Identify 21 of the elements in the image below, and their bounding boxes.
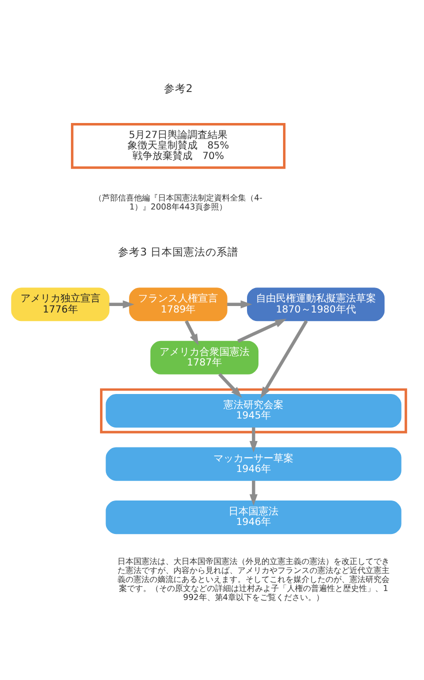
label: 参考3 日本国憲法の系譜 <box>118 246 238 259</box>
arrow <box>250 480 258 506</box>
arrow <box>184 320 199 346</box>
label: 参考2 <box>164 82 193 95</box>
label: 日本国憲法は、大日本国帝国憲法（外見的立憲主義の憲法）を改正してできた憲法ですが、内容から見れば、アメリカやフランスの憲法など近代立憲主義の憲法の嫡流にあるといえます。そしてこれを媒介したのが、憲法研究会案です。（その原文などの詳細は辻村みよ子「人権の普遍性と歴史性」、1992年、第4章以下をご覧ください。） <box>118 556 390 602</box>
arrow <box>260 320 308 398</box>
node-box: 自由民権運動私擬憲法草案 1870～1980年代 <box>247 288 385 322</box>
label: （芦部信喜他編『日本国憲法制定資料全集（4-1）』2008年443頁参照） <box>94 192 262 212</box>
node-box: 憲法研究会案 1945年 <box>106 394 402 428</box>
arrow <box>109 300 134 308</box>
node-box: 5月27日輿論調査結果 象徴天皇制賛成 85% 戦争放棄賛成 70% <box>70 123 286 169</box>
arrow <box>250 427 258 453</box>
arrow <box>237 318 287 343</box>
node-box: マッカーサー草案 1946年 <box>106 447 402 481</box>
arrow <box>218 373 242 398</box>
node-box: アメリカ独立宣言 1776年 <box>11 288 110 322</box>
node-box: フランス人権宣言 1789年 <box>129 288 228 322</box>
node-box: アメリカ合衆国憲法 1787年 <box>150 340 258 374</box>
cluster <box>100 388 408 434</box>
arrow <box>227 300 252 308</box>
node-box: 日本国憲法 1946年 <box>106 500 402 534</box>
